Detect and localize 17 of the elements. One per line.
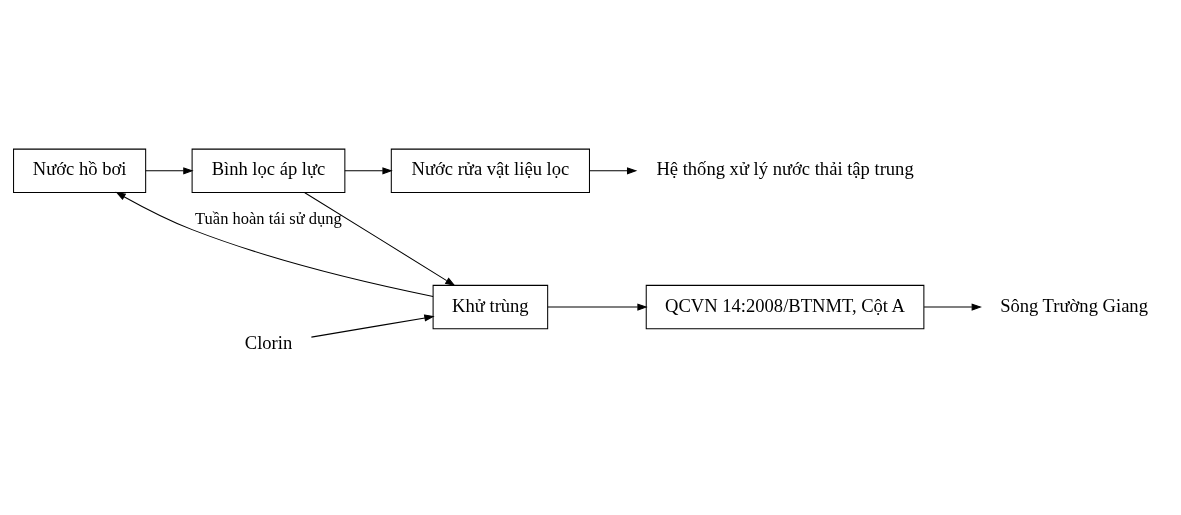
node-box: Bình lọc áp lực: [191, 148, 346, 193]
node-text: Clorin: [244, 331, 293, 353]
arrow: [923, 303, 982, 311]
edge-label: Tuần hoàn tái sử dụng: [195, 209, 342, 229]
node-text: Hệ thống xử lý nước thải tập trung: [656, 158, 914, 180]
arrow: [310, 314, 435, 338]
arrow: [145, 167, 194, 175]
node-box: Khử trùng: [432, 284, 549, 330]
arrow: [304, 192, 456, 287]
node-box: Nước rửa vật liệu lọc: [390, 148, 590, 193]
node-text: Sông Trường Giang: [1000, 294, 1148, 316]
arrow: [589, 167, 638, 175]
arrow: [547, 303, 648, 311]
arrow: [344, 167, 393, 175]
node-box: QCVN 14:2008/BTNMT, Cột A: [645, 284, 925, 330]
arrow: [115, 191, 434, 297]
node-box: Nước hồ bơi: [13, 148, 147, 193]
